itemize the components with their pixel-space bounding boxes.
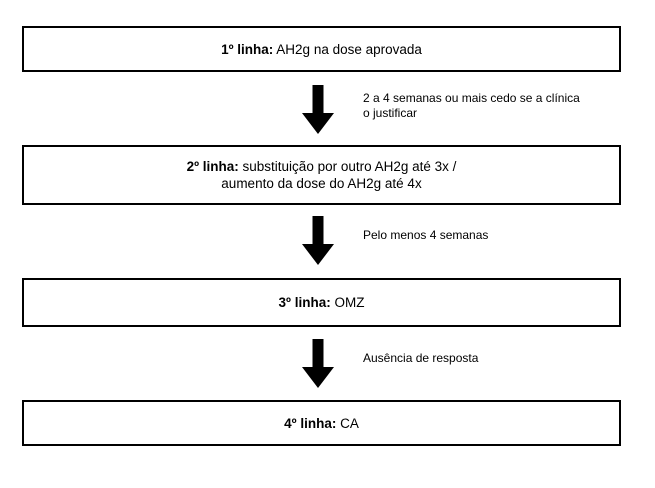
arrow-annotation: 2 a 4 semanas ou mais cedo se a clínica … [363, 91, 580, 121]
arrow-annotation-line1: 2 a 4 semanas ou mais cedo se a clínica [363, 91, 580, 105]
arrow-annotation-line1: Ausência de resposta [363, 351, 479, 365]
flow-box-first-line-text: 1º linha: AH2g na dose aprovada [221, 41, 422, 58]
flow-box-first-line: 1º linha: AH2g na dose aprovada [22, 26, 621, 72]
box-label-prefix: 1º linha: [221, 41, 274, 57]
box-label-text: OMZ [334, 295, 365, 310]
arrow-annotation: Ausência de resposta [363, 351, 478, 366]
flow-box-second-line-text: 2º linha: substituição por outro AH2g at… [187, 158, 457, 192]
down-arrow-icon [302, 216, 334, 265]
arrow-annotation-line2: o justificar [363, 106, 418, 120]
box-label-prefix: 2º linha: [186, 159, 239, 174]
down-arrow-icon [302, 339, 334, 388]
flow-box-second-line: 2º linha: substituição por outro AH2g at… [22, 145, 621, 205]
flow-box-fourth-line: 4º linha: CA [22, 400, 621, 446]
flow-box-third-line: 3º linha: OMZ [22, 278, 621, 327]
box-label-text: substituição por outro AH2g até 3x / [242, 159, 457, 174]
down-arrow-icon [302, 85, 334, 134]
box-label-text: AH2g na dose aprovada [276, 41, 422, 57]
flow-box-third-line-text: 3º linha: OMZ [279, 294, 365, 311]
box-label-prefix: 4º linha: [284, 415, 337, 431]
arrow-annotation-line1: Pelo menos 4 semanas [363, 228, 489, 242]
box-label-text: CA [340, 415, 359, 431]
box-label-prefix: 3º linha: [278, 295, 331, 310]
flow-box-fourth-line-text: 4º linha: CA [284, 415, 359, 432]
arrow-annotation: Pelo menos 4 semanas [363, 228, 488, 243]
box-label-text-line2: aumento da dose do AH2g até 4x [221, 176, 422, 191]
